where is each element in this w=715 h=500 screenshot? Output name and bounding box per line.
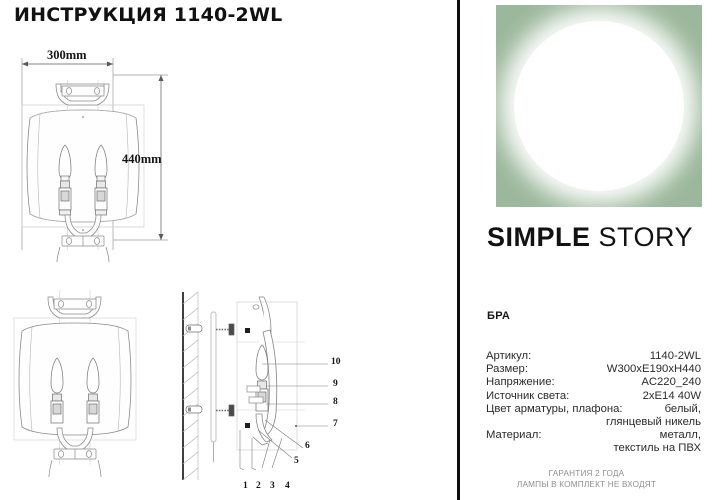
warranty-notice: ГАРАНТИЯ 2 ГОДА ЛАМПЫ В КОМПЛЕКТ НЕ ВХОД…: [458, 468, 715, 490]
callout-5: 5: [294, 456, 299, 466]
wall-hatch: [182, 291, 199, 481]
callout-4: 4: [285, 481, 290, 491]
callout-6: 6: [305, 441, 310, 451]
spec-row: Артикул: 1140-2WL: [486, 350, 701, 363]
spec-value: белый,: [664, 402, 701, 415]
callout-7: 7: [333, 419, 338, 429]
callout-8: 8: [333, 397, 338, 407]
dimension-width-label: 300mm: [47, 48, 87, 62]
bulbs-not-included-line: ЛАМПЫ В КОМПЛЕКТ НЕ ВХОДЯТ: [516, 480, 657, 489]
spec-value: металл,: [659, 429, 701, 442]
brand-name-primary: SIMPLE: [487, 222, 591, 252]
spec-value-continued: глянцевый никель: [605, 416, 701, 429]
callout-2: 2: [256, 481, 261, 491]
product-info-panel: SIMPLE STORY БРА Артикул: 1140-2WL Разме…: [458, 0, 715, 500]
spec-value: W300xE190xH440: [606, 363, 701, 376]
spec-label: Напряжение:: [486, 376, 555, 389]
page-title: ИНСТРУКЦИЯ 1140-2WL: [14, 4, 283, 26]
spec-value: AC220_240: [641, 376, 701, 389]
lamp-glow-circle: [514, 21, 684, 191]
brand-logo: SIMPLE STORY: [487, 222, 693, 253]
spec-value: 2xE14 40W: [642, 389, 701, 402]
product-category: БРА: [487, 310, 511, 322]
spec-label: Материал:: [486, 429, 542, 442]
assembly-exploded-drawing: [13, 290, 328, 481]
spec-label: Артикул:: [486, 350, 532, 362]
callout-9: 9: [333, 379, 338, 389]
warranty-line: ГАРАНТИЯ 2 ГОДА: [548, 469, 625, 478]
callout-3: 3: [270, 481, 275, 491]
front-view-dimensioned-drawing: [21, 58, 168, 263]
spec-label: Источник света:: [486, 389, 570, 402]
spec-row: Материал: металл,: [486, 429, 701, 442]
technical-drawing-panel: ИНСТРУКЦИЯ 1140-2WL: [13, 4, 341, 491]
callout-10: 10: [331, 357, 341, 367]
spec-row: Цвет арматуры, плафона: белый,: [486, 403, 701, 416]
dimension-height-label: 440mm: [122, 152, 162, 166]
spec-row: Напряжение: AC220_240: [486, 376, 701, 389]
spec-label: Цвет арматуры, плафона:: [486, 402, 623, 415]
spec-row: Размер: W300xE190xH440: [486, 363, 701, 376]
callout-1: 1: [243, 481, 248, 491]
spec-label: Размер:: [486, 363, 528, 376]
spec-value-continued: текстиль на ПВХ: [613, 442, 701, 455]
brand-name-secondary: STORY: [598, 222, 694, 252]
panel-divider: [457, 0, 460, 500]
spec-row: Источник света: 2xE14 40W: [486, 390, 701, 403]
product-photo: [496, 5, 702, 207]
spec-value: 1140-2WL: [649, 350, 701, 362]
specification-table: Артикул: 1140-2WL Размер: W300xE190xH440…: [486, 350, 701, 456]
